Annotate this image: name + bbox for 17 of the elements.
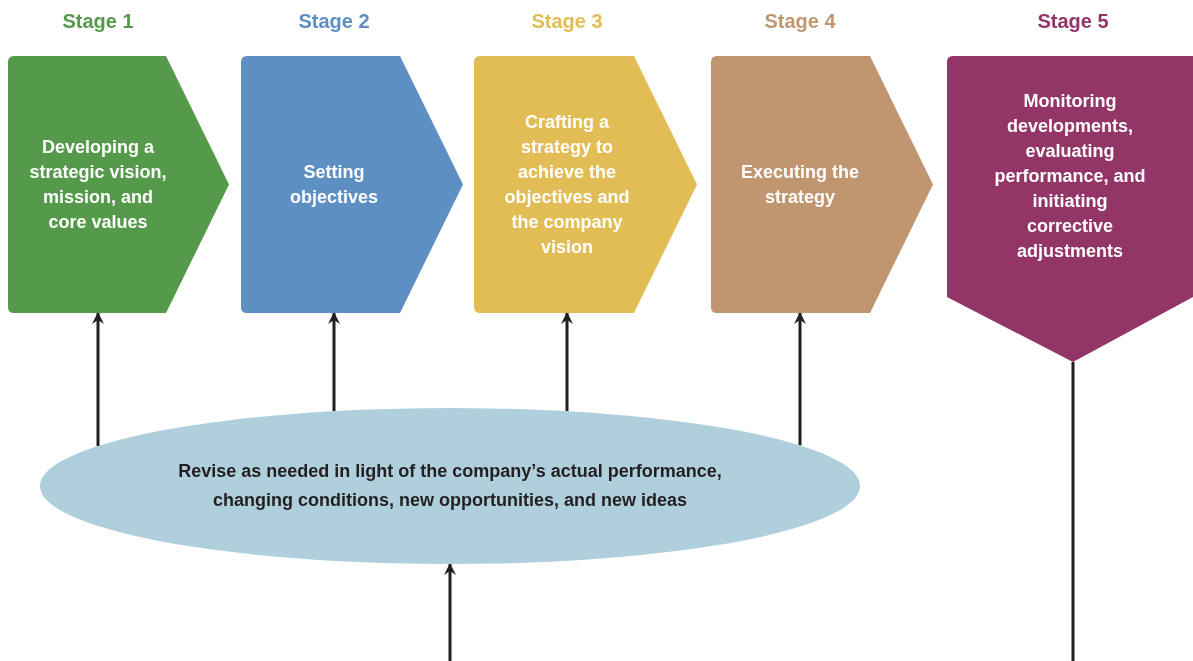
- arrow: [328, 312, 340, 412]
- stage-text: Monitoring developments, evaluating performance, and initiating corrective adjustments: [993, 90, 1147, 263]
- connector-line: [1071, 362, 1075, 661]
- stage-text: Crafting a strategy to achieve the objectives and the company vision: [503, 110, 631, 259]
- stage-heading: Stage 1: [61, 9, 135, 34]
- arrow: [794, 312, 806, 446]
- stage-heading: Stage 5: [1036, 9, 1110, 34]
- stage-text: Setting objectives: [288, 160, 379, 209]
- ellipse-text: Revise as needed in light of the company’s actual performance, changing conditions, new opportunities, and new ideas: [177, 460, 723, 512]
- arrow: [444, 563, 456, 661]
- stage-heading: Stage 2: [297, 9, 371, 34]
- stage-heading: Stage 3: [530, 9, 604, 34]
- arrow: [92, 312, 104, 446]
- stage-text: Developing a strategic vision, mission, and core values: [28, 135, 168, 234]
- arrow: [561, 312, 573, 412]
- stage-heading: Stage 4: [763, 9, 837, 34]
- stage-text: Executing the strategy: [740, 160, 860, 209]
